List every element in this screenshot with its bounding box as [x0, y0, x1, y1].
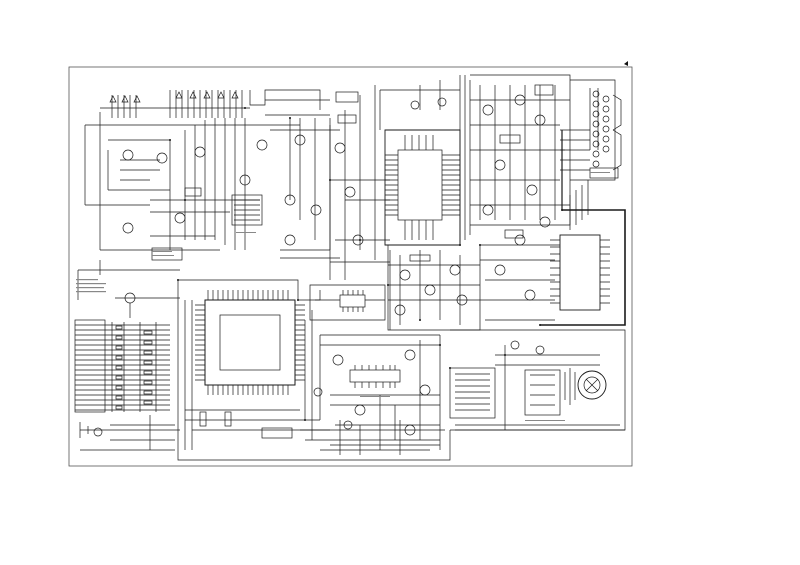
left-connector-block — [74, 319, 170, 413]
video-output-section — [388, 250, 480, 330]
if-section — [470, 74, 571, 226]
sheet-border — [68, 66, 633, 467]
corner-mark — [624, 61, 628, 66]
deflection-processor — [480, 130, 626, 326]
left-edge-section — [77, 260, 180, 451]
center-middle-section — [309, 80, 460, 321]
signal-processor-ic — [384, 75, 481, 331]
av-connector-section — [560, 79, 622, 230]
center-bottom-section — [319, 334, 441, 450]
main-mcu — [177, 279, 451, 461]
top-left-section — [84, 89, 340, 261]
note-blocks — [76, 172, 610, 421]
power-supply-section — [449, 329, 626, 431]
junction-dots — [169, 107, 563, 421]
bottom-wiring — [300, 387, 445, 455]
